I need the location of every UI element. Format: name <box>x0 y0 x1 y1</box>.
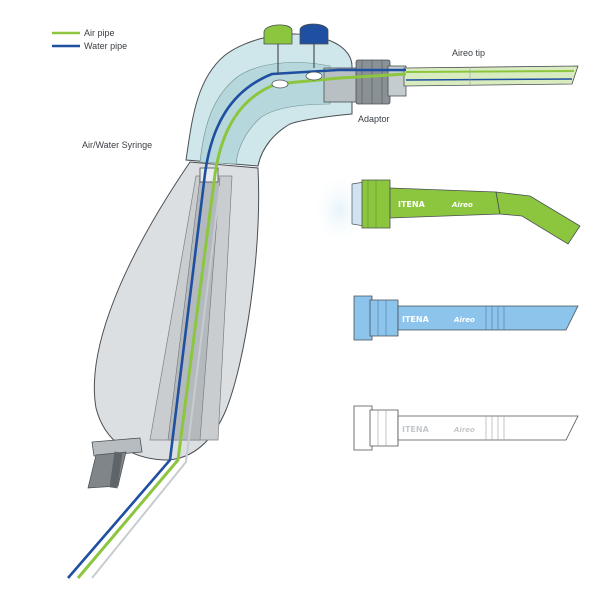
secondary-pipes <box>91 185 221 579</box>
legend-air-label: Air pipe <box>84 28 115 38</box>
tip-blue-brand: ITENA <box>402 315 430 324</box>
tip-green-brand: ITENA <box>398 200 426 209</box>
tip-green: ITENA Aireo <box>312 172 581 248</box>
air-button <box>263 24 293 89</box>
tip-white-model: Aireo <box>453 426 475 434</box>
legend: Air pipe Water pipe <box>52 28 127 51</box>
tip-label: Aireo tip <box>452 48 485 58</box>
tip-green-model: Aireo <box>451 201 473 209</box>
water-pipe <box>67 68 406 579</box>
syringe-label: Air/Water Syringe <box>82 140 152 150</box>
legend-water-label: Water pipe <box>84 41 127 51</box>
water-button <box>299 23 329 81</box>
tip-white-brand: ITENA <box>402 425 430 434</box>
tip-white: ITENA Aireo <box>353 405 579 451</box>
syringe-handle <box>87 161 260 489</box>
tip-blue: ITENA Aireo <box>353 295 579 341</box>
adaptor-label: Adaptor <box>358 114 390 124</box>
tip-blue-model: Aireo <box>453 316 475 324</box>
aireo-tip-top <box>403 65 579 87</box>
